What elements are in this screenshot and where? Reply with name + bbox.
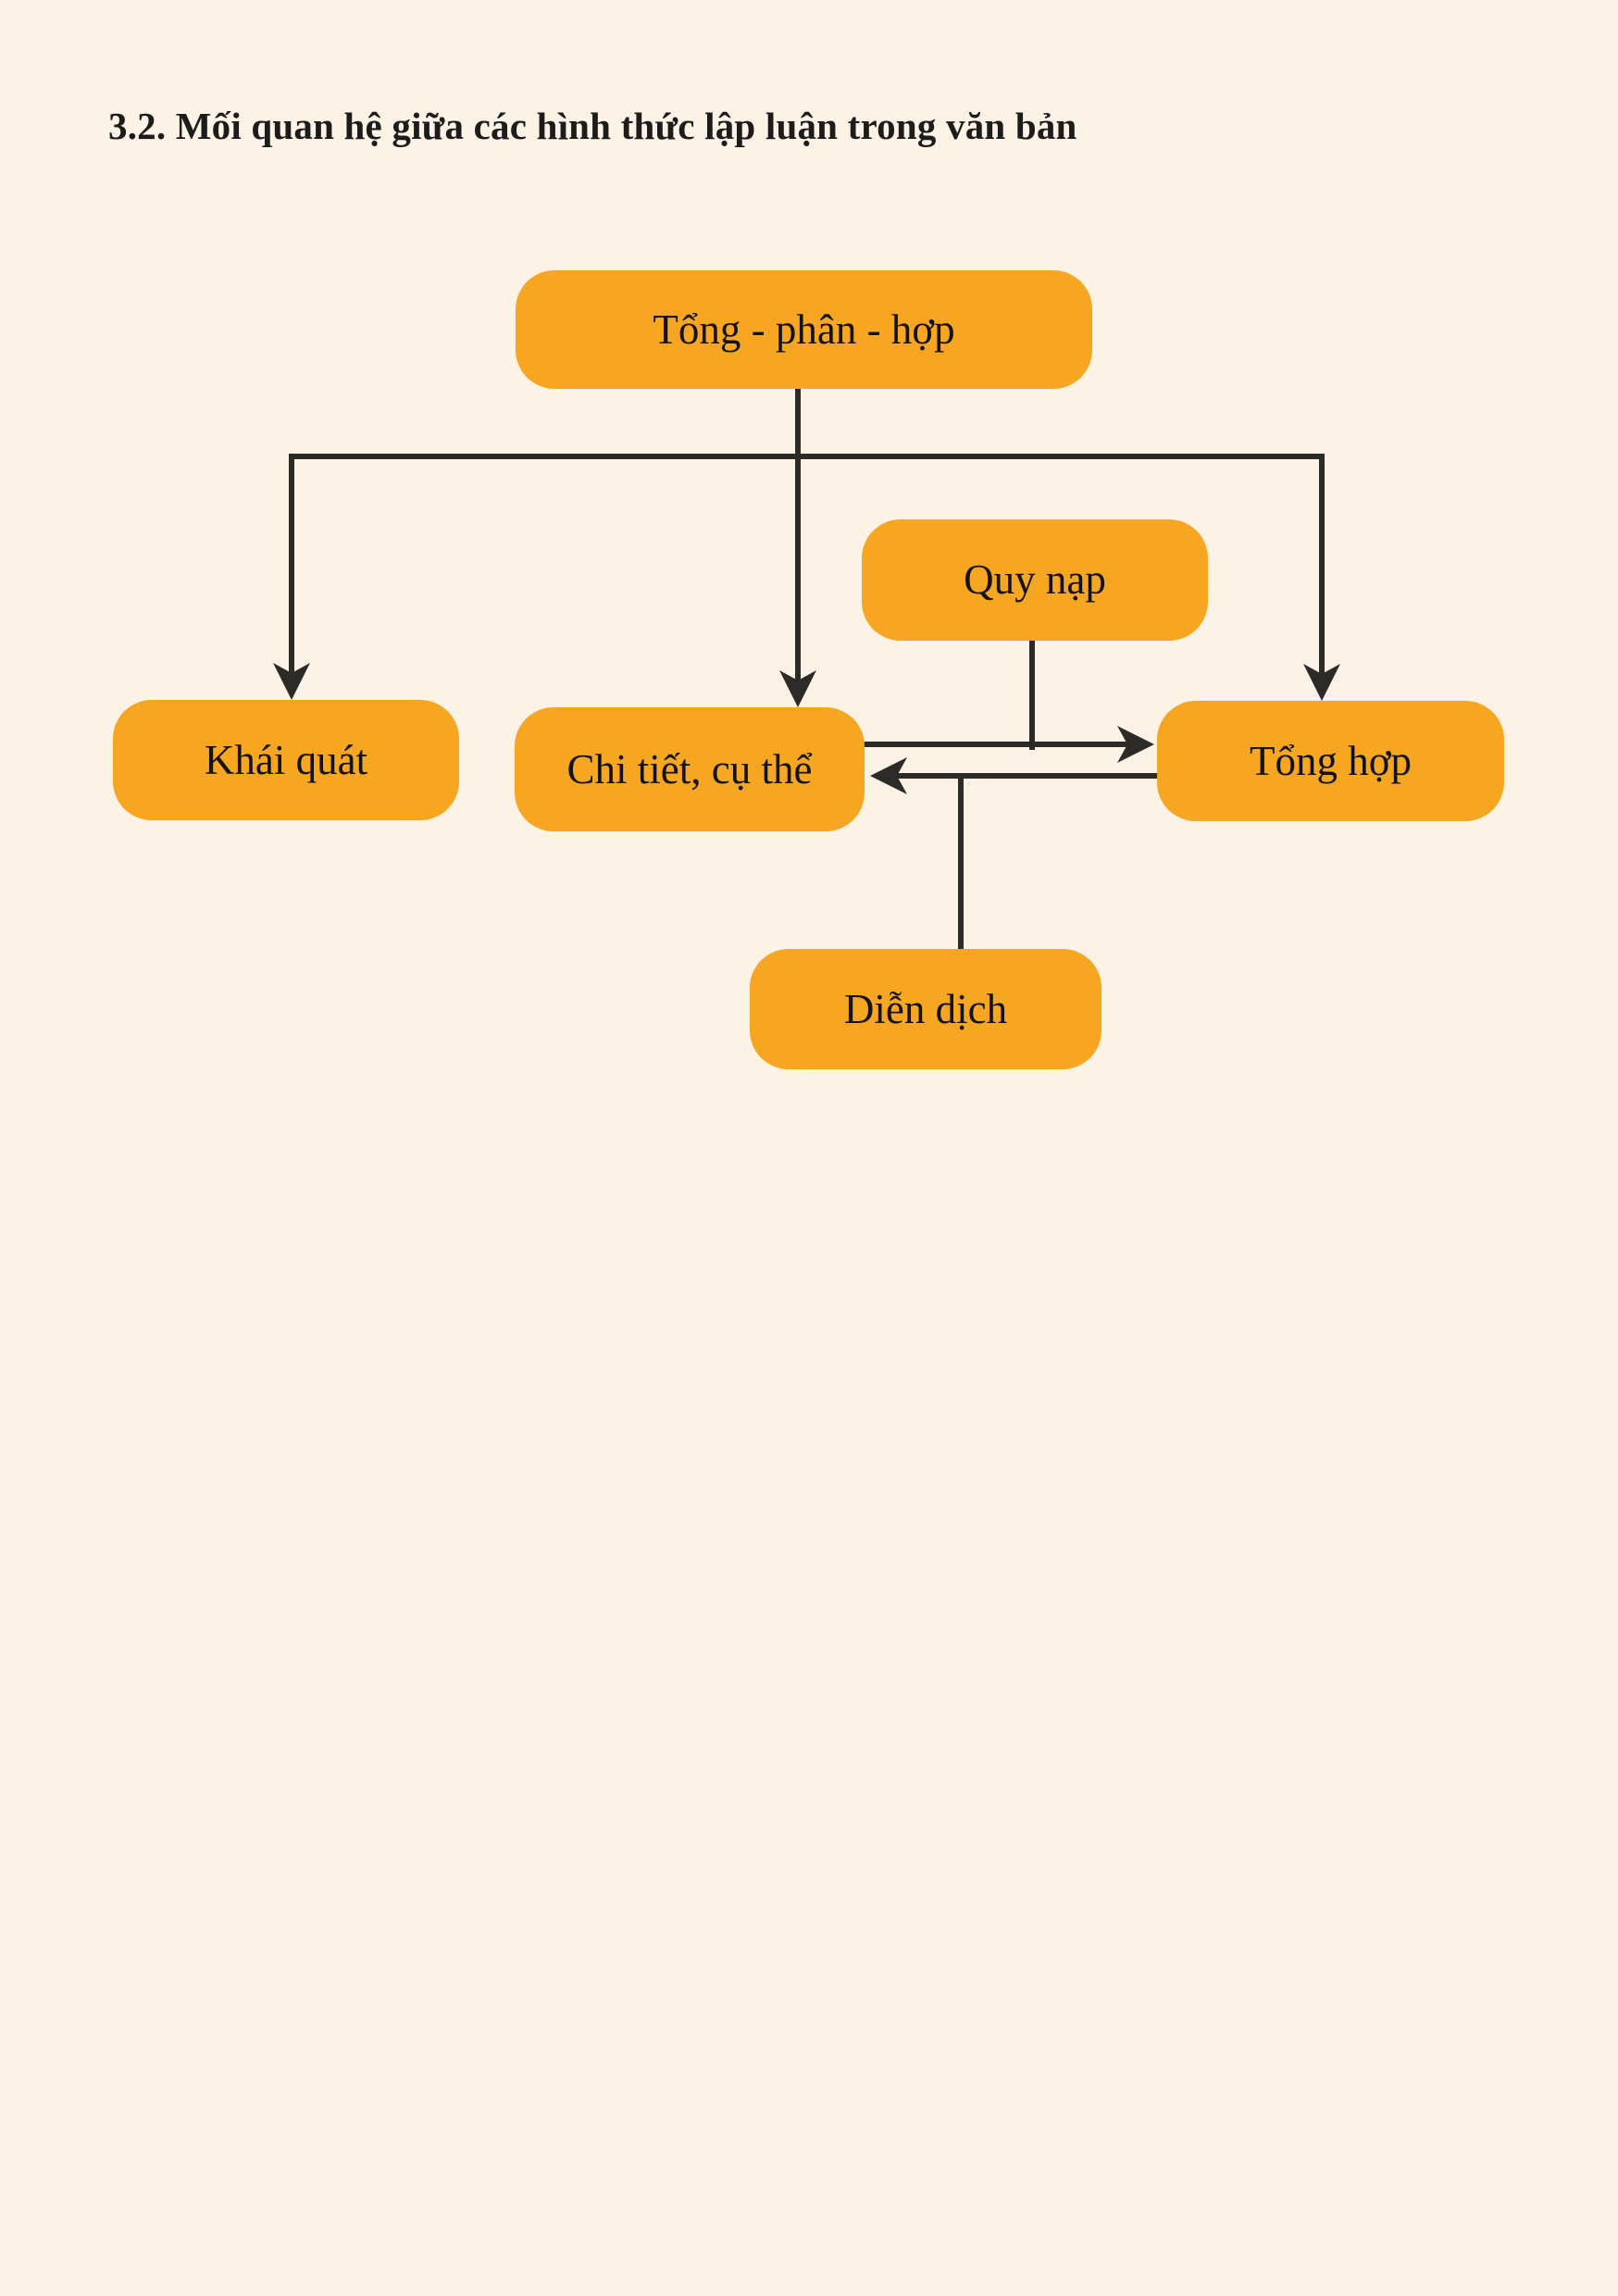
node-khai-quat: Khái quát xyxy=(113,700,459,820)
node-dien-dich: Diễn dịch xyxy=(750,949,1101,1069)
node-tong-hop: Tổng hợp xyxy=(1157,701,1504,821)
node-tong-phan-hop: Tổng - phân - hợp xyxy=(516,270,1092,389)
node-tong-phan-hop-label: Tổng - phân - hợp xyxy=(653,306,955,353)
node-chi-tiet-cu-the-label: Chi tiết, cụ thể xyxy=(566,745,813,792)
page-title: 3.2. Mối quan hệ giữa các hình thức lập … xyxy=(108,105,1077,147)
arrowhead-left-chi-tiet xyxy=(870,757,907,794)
node-tong-hop-label: Tổng hợp xyxy=(1249,737,1413,784)
node-dien-dich-label: Diễn dịch xyxy=(843,985,1008,1032)
node-quy-nap-label: Quy nạp xyxy=(964,556,1106,603)
arrowhead-down-chi-tiet xyxy=(779,670,816,707)
node-quy-nap: Quy nạp xyxy=(862,519,1208,641)
node-chi-tiet-cu-the: Chi tiết, cụ thể xyxy=(515,707,865,831)
arrowhead-right-tong-hop xyxy=(1117,726,1154,763)
arrowhead-down-khai-quat xyxy=(273,663,310,700)
node-khai-quat-label: Khái quát xyxy=(204,736,368,783)
arrowhead-down-tong-hop xyxy=(1303,664,1340,701)
